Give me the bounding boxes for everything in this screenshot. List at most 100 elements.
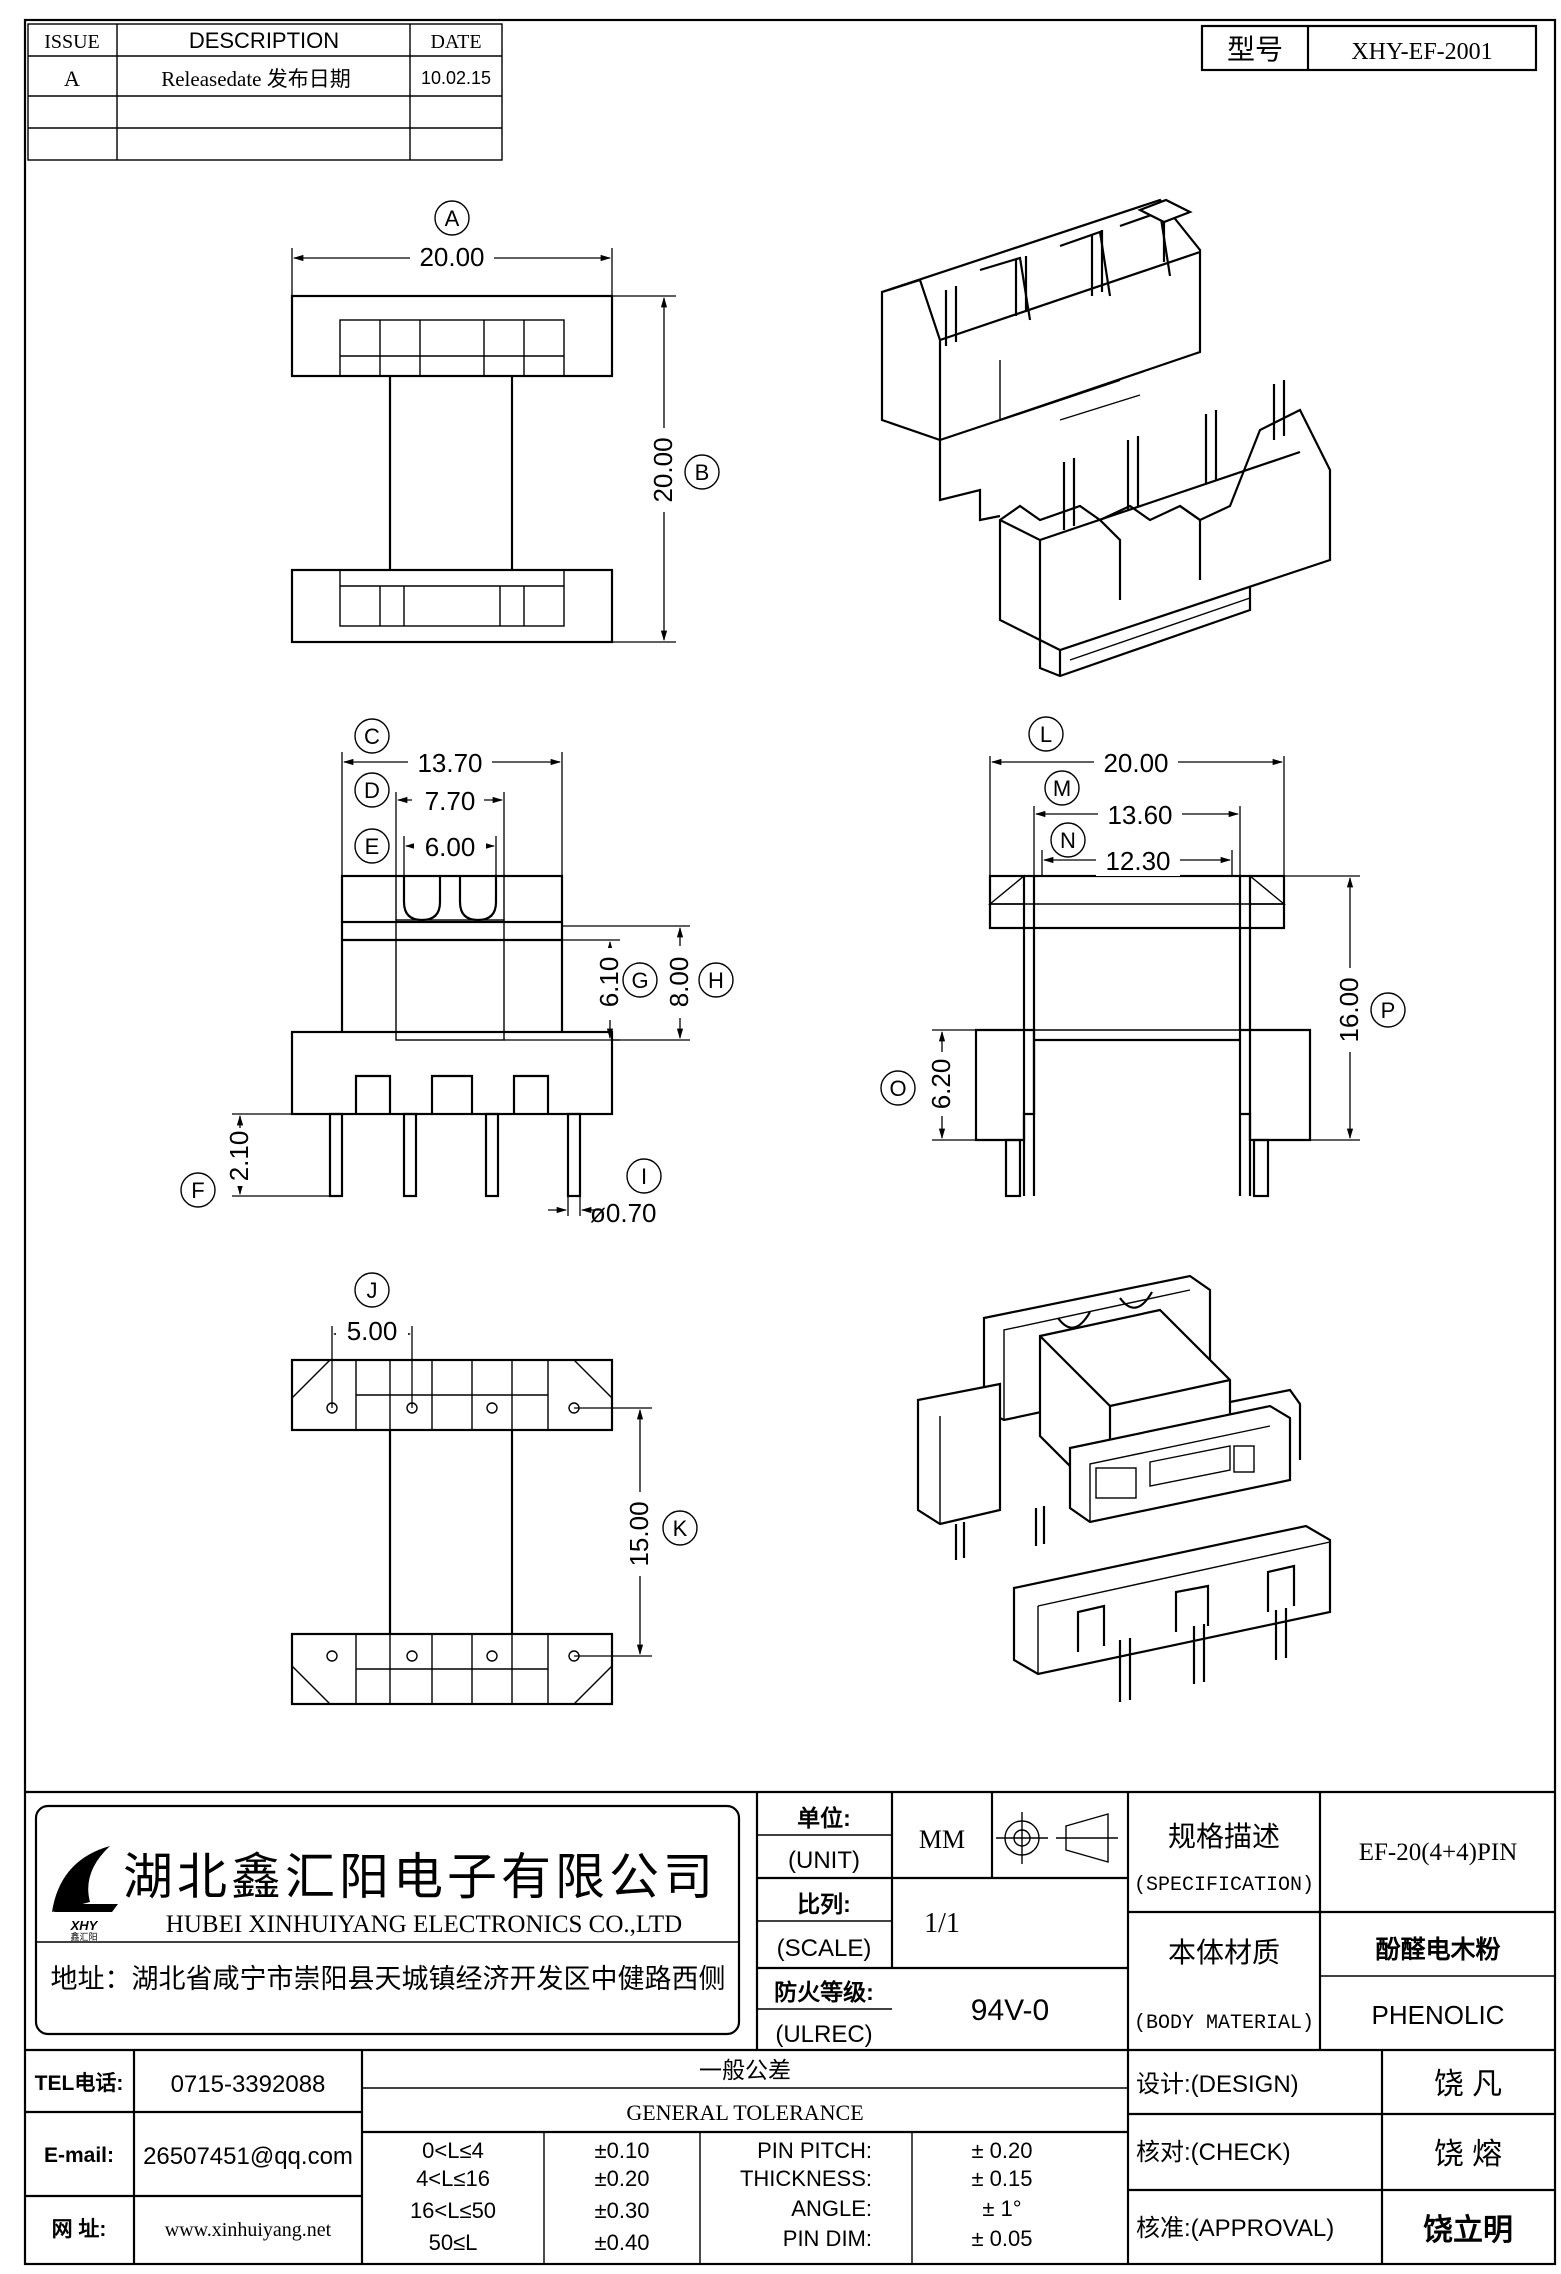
unit-value: MM	[919, 1825, 965, 1854]
tol-item-1: THICKNESS:	[740, 2166, 872, 2191]
check-name: 饶 熔	[1434, 2138, 1502, 2171]
dim-O-value: 6.20	[926, 1059, 956, 1110]
dim-N-letter: N	[1060, 828, 1076, 853]
tol-item-3: PIN DIM:	[783, 2226, 872, 2251]
tolerance-title-en: GENERAL TOLERANCE	[626, 2100, 863, 2125]
dim-E-value: 6.00	[425, 832, 476, 862]
dim-J-value: 5.00	[347, 1316, 398, 1346]
company-name-cn: 湖北鑫汇阳电子有限公司	[123, 1849, 717, 1905]
ulrec-value: 94V-0	[971, 1994, 1049, 2027]
tol-value-0: ±0.10	[595, 2138, 650, 2163]
material-value-en: PHENOLIC	[1372, 2000, 1505, 2030]
revision-description: Releasedate 发布日期	[161, 67, 351, 91]
tol-item-0: PIN PITCH:	[757, 2138, 872, 2163]
dim-F-value: 2.10	[224, 1131, 254, 1182]
dim-G-letter: G	[631, 968, 648, 993]
dim-K-letter: K	[673, 1516, 688, 1541]
scale-label-en: (SCALE)	[777, 1935, 872, 1962]
web-value: www.xinhuiyang.net	[165, 2219, 332, 2241]
company-address: 地址：湖北省咸宁市崇阳县天城镇经济开发区中健路西侧	[51, 1964, 726, 1994]
unit-label-en: (UNIT)	[788, 1847, 860, 1874]
model-number: XHY-EF-2001	[1351, 39, 1492, 65]
dim-N-value: 12.30	[1105, 846, 1170, 876]
tol-item-value-2: ± 1°	[982, 2196, 1021, 2221]
dim-B-letter: B	[695, 460, 710, 485]
dim-M-letter: M	[1053, 776, 1071, 801]
check-label: 核对:(CHECK)	[1136, 2139, 1291, 2166]
revision-table: ISSUE DESCRIPTION DATE A Releasedate 发布日…	[27, 23, 503, 161]
side-view: L 20.00 M 13.60 N 12.30 16.00 P 6.20 O	[880, 716, 1406, 1198]
tol-range-3: 50≤L	[429, 2230, 478, 2255]
unit-label-cn: 单位:	[797, 1805, 851, 1831]
model-box: 型号 XHY-EF-2001	[1200, 24, 1538, 72]
tolerance-title-cn: 一般公差	[699, 2057, 791, 2083]
top-view: A 20.00 20.00 B	[290, 200, 720, 644]
tol-range-0: 0<L≤4	[422, 2138, 484, 2163]
approval-name: 饶立明	[1423, 2213, 1513, 2247]
tol-item-value-3: ± 0.05	[971, 2226, 1032, 2251]
model-label: 型号	[1227, 34, 1283, 65]
design-name: 饶 凡	[1434, 2068, 1502, 2101]
tol-item-value-0: ± 0.20	[971, 2138, 1032, 2163]
spec-label-en: (SPECIFICATION)	[1134, 1874, 1314, 1897]
tel-value: 0715-3392088	[171, 2071, 326, 2098]
issue-header: ISSUE	[44, 31, 100, 53]
isometric-view-top	[880, 198, 1332, 678]
dim-H-letter: H	[708, 968, 724, 993]
dim-L-letter: L	[1040, 722, 1052, 747]
dim-I-letter: I	[641, 1164, 647, 1189]
approval-label: 核准:(APPROVAL)	[1136, 2215, 1334, 2242]
dim-D-letter: D	[364, 778, 380, 803]
tol-value-2: ±0.30	[595, 2198, 650, 2223]
bottom-view: J 5.00 15.00 K	[290, 1272, 698, 1706]
dim-A-letter: A	[445, 206, 460, 231]
tol-value-3: ±0.40	[595, 2230, 650, 2255]
dim-C-value: 13.70	[417, 748, 482, 778]
dim-H-value: 8.00	[664, 957, 694, 1008]
email-label: E-mail:	[44, 2144, 114, 2167]
dim-P-letter: P	[1381, 998, 1396, 1023]
company-name-en: HUBEI XINHUIYANG ELECTRONICS CO.,LTD	[166, 1911, 682, 1938]
logo-text: XHY	[70, 1918, 99, 1933]
dim-B-value: 20.00	[648, 437, 678, 502]
front-view: C 13.70 D 7.70 E 6.00 6.10 G 8.00 H	[180, 718, 734, 1228]
description-header: DESCRIPTION	[189, 28, 339, 53]
ulrec-label-en: (ULREC)	[775, 2021, 872, 2048]
sheet-border	[23, 18, 1557, 2266]
material-label-en: (BODY MATERIAL)	[1134, 2012, 1314, 2035]
revision-date: 10.02.15	[421, 68, 491, 88]
dim-A-value: 20.00	[419, 242, 484, 272]
email-value: 26507451@qq.com	[143, 2143, 353, 2170]
dim-E-letter: E	[365, 834, 380, 859]
projection-symbol-icon	[996, 1812, 1118, 1864]
dim-G-value: 6.10	[594, 957, 624, 1008]
tol-item-2: ANGLE:	[791, 2196, 872, 2221]
isometric-view-bottom	[916, 1274, 1332, 1702]
dim-C-letter: C	[364, 724, 380, 749]
dim-K-value: 15.00	[624, 1501, 654, 1566]
tol-range-1: 4<L≤16	[416, 2166, 490, 2191]
dim-I-value: ø0.70	[590, 1198, 657, 1228]
dim-L-value: 20.00	[1103, 748, 1168, 778]
dim-J-letter: J	[367, 1278, 378, 1303]
ulrec-label-cn: 防火等级:	[774, 1979, 874, 2005]
revision-issue: A	[64, 66, 80, 91]
logo-subtext: 鑫汇阳	[70, 1931, 97, 1942]
spec-value: EF-20(4+4)PIN	[1359, 1839, 1518, 1866]
material-label-cn: 本体材质	[1168, 1937, 1280, 1968]
scale-value: 1/1	[924, 1908, 960, 1939]
dim-P-value: 16.00	[1334, 977, 1364, 1042]
tel-label: TEL电话:	[35, 2072, 124, 2095]
date-header: DATE	[430, 31, 481, 53]
scale-label-cn: 比列:	[797, 1891, 851, 1917]
spec-label-cn: 规格描述	[1168, 1821, 1280, 1852]
tol-value-1: ±0.20	[595, 2166, 650, 2191]
dim-F-letter: F	[191, 1178, 204, 1203]
title-block: XHY 鑫汇阳 湖北鑫汇阳电子有限公司 HUBEI XINHUIYANG ELE…	[25, 1792, 1555, 2264]
tol-item-value-1: ± 0.15	[971, 2166, 1032, 2191]
design-label: 设计:(DESIGN)	[1136, 2071, 1299, 2098]
dim-D-value: 7.70	[425, 786, 476, 816]
dim-O-letter: O	[889, 1076, 906, 1101]
web-label: 网 址:	[52, 2218, 107, 2241]
